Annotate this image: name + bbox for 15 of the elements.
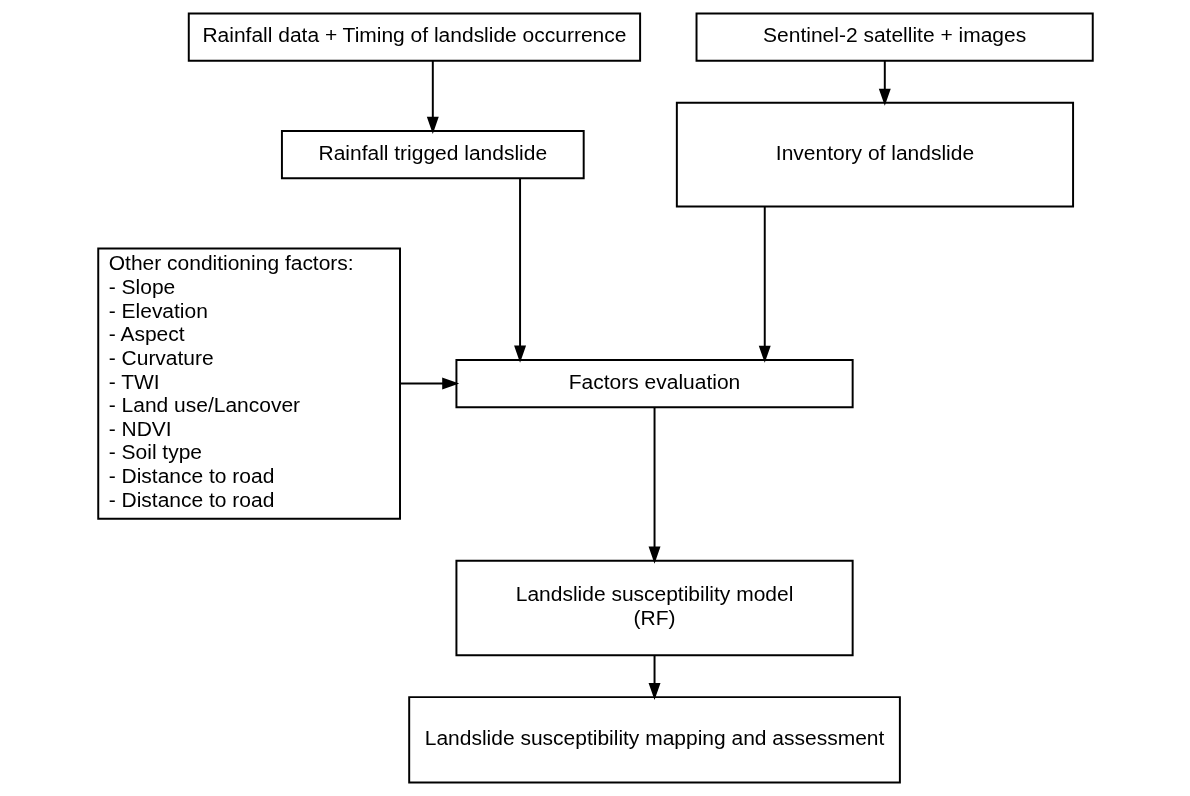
node-box: Landslide susceptibility mapping and assessment <box>407 696 901 784</box>
arrow <box>398 377 459 390</box>
arrow <box>513 177 526 363</box>
node-box: Inventory of landslide <box>675 101 1074 208</box>
node-box: Sentinel-2 satellite + images <box>695 12 1094 62</box>
arrow <box>648 406 660 564</box>
node-box: Factors evaluation <box>454 358 854 409</box>
arrow <box>426 59 439 134</box>
node-box: Rainfall data + Timing of landslide occurrence <box>187 12 641 62</box>
node-box: Landslide susceptibility model (RF) <box>454 559 854 657</box>
arrow <box>878 59 891 106</box>
node-box: Other conditioning factors: - Slope - Elevation - Aspect - Curvature - TWI - Land use/Lancover - NDVI - Soil type - Distance to road - Distance to road <box>96 247 401 520</box>
node-box: Rainfall trigged landslide <box>280 130 585 180</box>
arrow <box>758 205 771 363</box>
arrow <box>648 654 660 701</box>
